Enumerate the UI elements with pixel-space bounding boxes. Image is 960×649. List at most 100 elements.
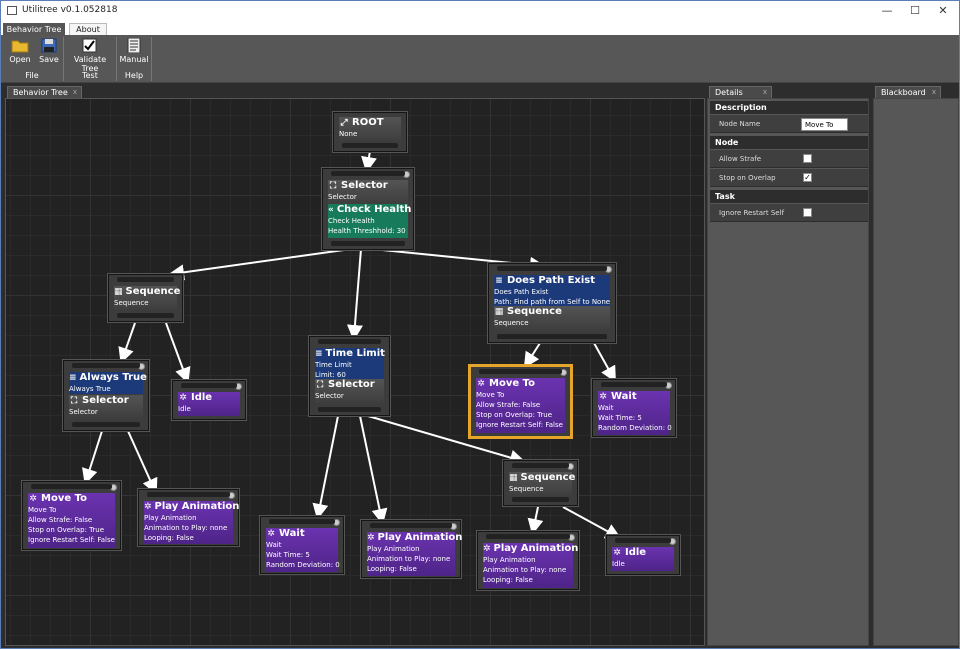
- node-param: Random Deviation: 0: [266, 561, 340, 569]
- decorator-icon: ≡: [315, 349, 323, 359]
- tab-behavior-tree-pane[interactable]: Behavior Tree x: [7, 86, 82, 98]
- node-title: Sequence: [520, 472, 576, 483]
- behavior-tree-pane-title: Behavior Tree: [13, 88, 68, 97]
- file-group-label: File: [25, 71, 39, 80]
- edge-sequence-wait: [593, 342, 616, 383]
- decorator-subtitle: Check Health: [328, 217, 375, 225]
- node-title: Selector: [82, 395, 129, 406]
- root-node[interactable]: ⤢ROOT None: [333, 112, 407, 152]
- time-limit-selector-node[interactable]: ≡Time Limit Time Limit Limit: 60 ⛶Select…: [309, 336, 390, 416]
- node-title: Play Animation: [493, 543, 579, 554]
- always-true-selector-node[interactable]: ≡Always True Always True ⛶Selector Selec…: [63, 360, 149, 431]
- wait-node[interactable]: ✲Wait Wait Wait Time: 5 Random Deviation…: [260, 516, 344, 574]
- node-title: Wait: [611, 391, 637, 402]
- move-to-node[interactable]: ✲Move To Move To Allow Strafe: False Sto…: [22, 481, 121, 550]
- node-title: Move To: [41, 493, 87, 504]
- edge-sequence-alwaystrue: [118, 322, 136, 364]
- ribbon-separator: [116, 37, 117, 81]
- manual-label: Manual: [119, 55, 149, 64]
- node-param: Animation to Play: none: [144, 524, 228, 532]
- edge-sequence-idle: [165, 322, 191, 384]
- sequence-node[interactable]: ▦Sequence Sequence: [108, 274, 183, 322]
- decorator-subtitle: Does Path Exist: [494, 288, 549, 296]
- decorator-param: Health Threshhold: 30: [328, 227, 406, 235]
- node-param: Ignore Restart Self: False: [476, 421, 563, 429]
- ignore-restart-label: Ignore Restart Self: [719, 209, 785, 217]
- node-name-input[interactable]: Move To: [801, 118, 848, 131]
- close-button[interactable]: ✕: [938, 4, 948, 17]
- behavior-tree-canvas[interactable]: ⤢ROOT None ⛶Selector Selector «Check Hea…: [5, 98, 705, 646]
- idle-node[interactable]: ✲Idle Idle: [606, 535, 680, 575]
- node-subtitle: Selector: [69, 408, 98, 416]
- play-animation-node[interactable]: ✲Play Animation Play Animation Animation…: [138, 489, 239, 546]
- node-param: Looping: False: [367, 565, 417, 573]
- node-subtitle: Selector: [328, 193, 357, 201]
- play-animation-node[interactable]: ✲Play Animation Play Animation Animation…: [361, 520, 462, 578]
- selector-icon: ⛶: [70, 396, 78, 406]
- play-animation-node[interactable]: ✲Play Animation Play Animation Animation…: [477, 531, 579, 590]
- move-to-node-selected[interactable]: ✲Move To Move To Allow Strafe: False Sto…: [470, 366, 571, 437]
- floppy-icon: [41, 38, 57, 53]
- node-param: Stop on Overlap: True: [28, 526, 105, 534]
- decorator-title: Check Health: [336, 204, 412, 215]
- sequence-node[interactable]: ▦Sequence Sequence: [503, 460, 578, 506]
- idle-node[interactable]: ✲Idle Idle: [172, 380, 246, 420]
- node-title: ROOT: [352, 117, 384, 128]
- ignore-restart-row: Ignore Restart Self: [710, 204, 868, 222]
- close-icon[interactable]: x: [762, 88, 767, 96]
- action-icon: ✲: [179, 393, 187, 403]
- node-subtitle: Sequence: [114, 299, 149, 307]
- allow-strafe-label: Allow Strafe: [719, 155, 762, 163]
- validate-tree-button[interactable]: Validate Tree: [66, 37, 114, 73]
- edge-timelimit-sequence: [367, 415, 526, 466]
- open-button[interactable]: Open: [7, 37, 33, 69]
- save-button[interactable]: Save: [37, 37, 61, 69]
- manual-button[interactable]: Manual: [119, 37, 149, 69]
- node-title: Wait: [279, 528, 305, 539]
- tab-about[interactable]: About: [69, 23, 107, 35]
- close-icon[interactable]: x: [72, 88, 77, 96]
- decorator-icon: ≡: [69, 373, 77, 383]
- save-label: Save: [39, 55, 59, 64]
- edge-sequence-playanim: [527, 506, 544, 535]
- edge-sequence-moveto: [523, 342, 541, 369]
- node-title: Play Animation: [154, 501, 240, 512]
- decorator-icon: ≡: [495, 276, 503, 286]
- node-header: Node: [710, 136, 868, 149]
- ignore-restart-checkbox[interactable]: [803, 208, 812, 217]
- action-icon: ✲: [599, 392, 607, 402]
- node-subtitle: Move To: [476, 391, 505, 399]
- tree-edges: [82, 150, 622, 539]
- does-path-exist-sequence-node[interactable]: ≡Does Path Exist Does Path Exist Path: F…: [488, 263, 616, 343]
- node-subtitle: Play Animation: [144, 514, 197, 522]
- node-param: Looping: False: [144, 534, 194, 542]
- edge-selector-moveto: [82, 430, 103, 485]
- allow-strafe-checkbox[interactable]: [803, 154, 812, 163]
- action-icon: ✲: [29, 494, 37, 504]
- close-icon[interactable]: x: [931, 88, 936, 96]
- node-name-label: Node Name: [719, 120, 761, 128]
- node-subtitle: Selector: [315, 392, 344, 400]
- wait-node[interactable]: ✲Wait Wait Wait Time: 5 Random Deviation…: [592, 379, 676, 437]
- window-title: Utilitree v0.1.052818: [22, 5, 118, 15]
- ribbon-separator: [151, 37, 152, 81]
- node-title: Selector: [341, 180, 388, 191]
- node-subtitle: Wait: [266, 541, 282, 549]
- minimize-button[interactable]: —: [881, 4, 893, 17]
- blackboard-panel: [873, 98, 959, 646]
- edge-selector-sequence: [168, 248, 352, 281]
- node-param: Animation to Play: none: [367, 555, 451, 563]
- action-icon: ✲: [367, 533, 375, 543]
- node-title: Move To: [489, 378, 535, 389]
- edge-selector-playanim: [127, 430, 158, 495]
- tab-behavior-tree[interactable]: Behavior Tree: [3, 23, 65, 35]
- node-title: Idle: [191, 392, 213, 403]
- decorator-subtitle: Always True: [69, 385, 111, 393]
- ribbon: Open Save Validate Tree Manual File Test…: [1, 35, 959, 83]
- node-param: Ignore Restart Self: False: [28, 536, 115, 544]
- selector-node[interactable]: ⛶Selector Selector «Check Health Check H…: [322, 168, 414, 250]
- maximize-button[interactable]: ☐: [910, 4, 920, 17]
- stop-on-overlap-checkbox[interactable]: ✓: [803, 173, 812, 182]
